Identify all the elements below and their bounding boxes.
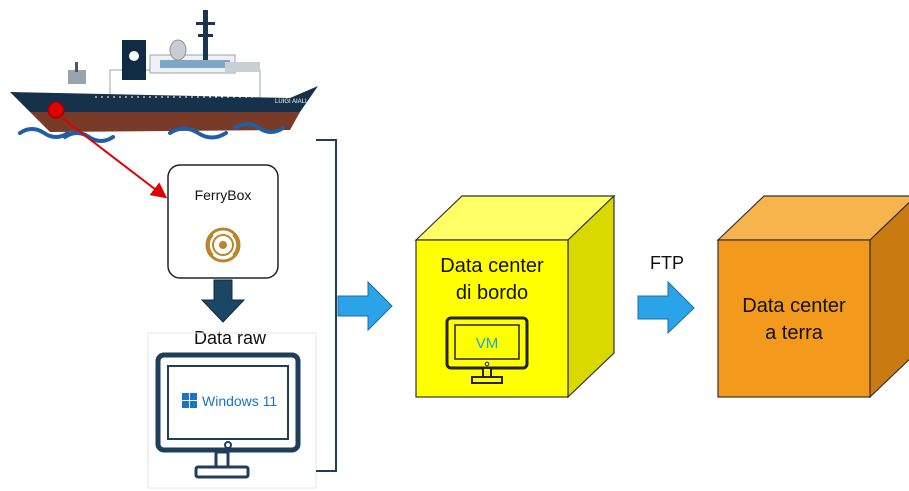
sensor-to-ferrybox-arrow (61, 117, 168, 199)
raw-data-label: Data raw (194, 328, 267, 348)
windows-logo-icon (182, 393, 197, 408)
ground-data-center-cube: Data center a terra (716, 195, 909, 399)
sea-waves (18, 122, 285, 143)
research-ship: LUIGI AIALLO (10, 10, 318, 143)
onboard-data-center-cube: Data center di bordo VM (414, 194, 616, 399)
signal-icon (205, 227, 241, 263)
group-bracket (316, 139, 337, 472)
ferrybox-label: FerryBox (195, 187, 252, 203)
ship-hull (10, 86, 318, 112)
local-pc-panel (147, 332, 317, 489)
ftp-label: FTP (650, 253, 684, 273)
sensor-location-dot (47, 101, 65, 119)
ftp-arrow (637, 280, 695, 335)
down-arrow (200, 279, 246, 323)
onboard-title-line1: Data center (440, 255, 544, 277)
ground-title-line1: Data center (742, 295, 846, 317)
windows-label: Windows 11 (202, 393, 277, 409)
ground-title-line2: a terra (765, 322, 824, 344)
vm-monitor: VM (445, 316, 529, 384)
vm-label: VM (476, 335, 499, 352)
ferrybox-device: FerryBox (167, 164, 279, 279)
to-onboard-arrow (337, 280, 393, 332)
windows-pc-monitor: Windows 11 (155, 352, 301, 479)
ship-name: LUIGI AIALLO (275, 99, 313, 105)
onboard-title-line2: di bordo (456, 282, 528, 304)
